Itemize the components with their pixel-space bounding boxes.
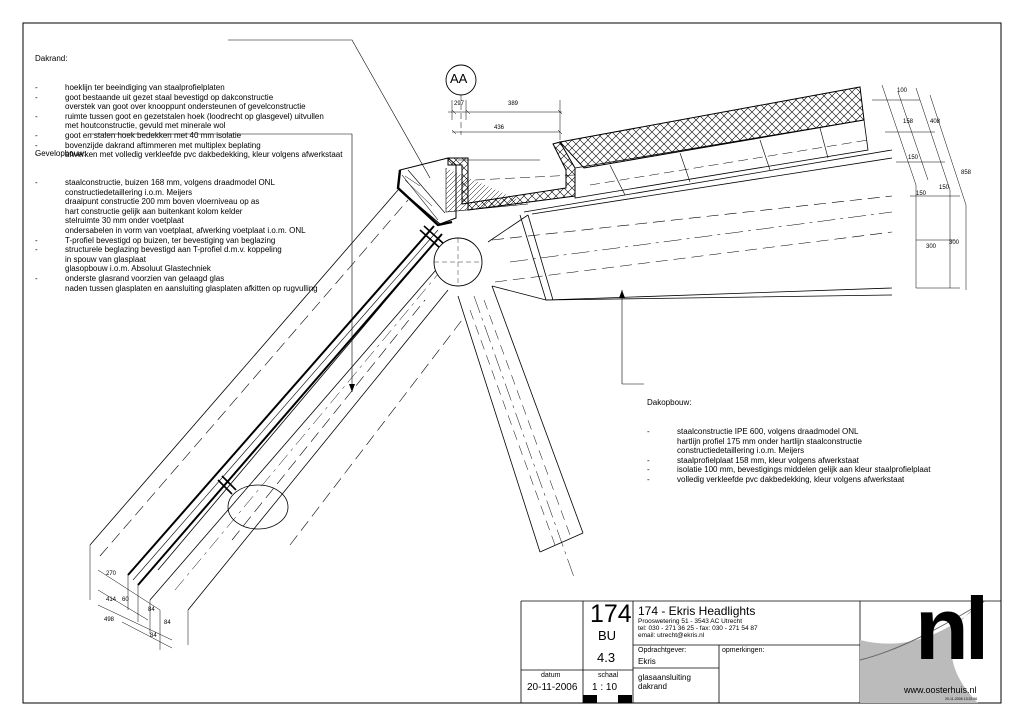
- dim-60: 60: [122, 597, 129, 603]
- client-name: Ekris: [638, 657, 656, 666]
- sheet-border: [22, 22, 1002, 704]
- dim-858: 858: [961, 170, 972, 176]
- gevelopbouw-item: in spouw van glasplaat: [65, 254, 146, 264]
- dim-84-c: 84: [150, 633, 157, 639]
- dakrand-item: -bovenzijde dakrand aftimmeren met multi…: [35, 140, 261, 150]
- logo-text: nl: [915, 579, 989, 678]
- dakrand-item: -afwerken met volledig verkleefde pvc da…: [35, 150, 343, 160]
- dakrand-item: -goot bestaande uit gezet staal bevestig…: [35, 92, 274, 102]
- client-label: Opdrachtgever:: [638, 647, 687, 654]
- diagonal-tube: [457, 285, 584, 581]
- dakopbouw-item: -staalconstructie IPE 600, volgens draad…: [647, 426, 859, 436]
- note-dakopbouw-heading: Dakopbouw:: [647, 398, 692, 408]
- glass-facade: [89, 189, 456, 601]
- dim-436: 436: [494, 125, 505, 131]
- print-stamp: 20-11-2006 13:22:56: [945, 697, 978, 701]
- project-code: BU: [598, 628, 617, 643]
- dakopbouw-item: -volledig verkleefde pvc dakbedekking, k…: [647, 474, 905, 484]
- project-title: 174 - Ekris Headlights: [638, 604, 756, 618]
- section-marker-label: AA: [450, 71, 468, 86]
- oosterhuis-logo: [859, 600, 986, 703]
- gutter: [396, 141, 576, 227]
- gevelopbouw-item: glasopbouw i.o.m. Absoluut Glastechniek: [65, 264, 211, 274]
- gevelopbouw-item: naden tussen glasplaten en aansluiting g…: [65, 283, 318, 293]
- dim-408: 408: [930, 119, 941, 125]
- note-gevelopbouw-heading: Gevelopbouw:: [35, 149, 87, 159]
- drawing-title-line1: glasaansluiting: [638, 673, 691, 682]
- roof-insulation: [559, 86, 869, 199]
- title-block-lines: [520, 600, 1001, 703]
- remarks-label: opmerkingen:: [722, 647, 765, 654]
- note-dakrand-items: -hoeklijn ter beeindiging van staalprofi…: [35, 83, 342, 160]
- dim-158: 158: [903, 119, 914, 125]
- dim-150-c: 150: [916, 191, 927, 197]
- client-address: Prooswetering 51 - 3543 AC Utrecht: [638, 618, 743, 625]
- gevelopbouw-item: constructiedetaillering i.o.m. Meijers: [65, 187, 193, 197]
- dakrand-item: -goot en stalen hoek bedekken met 40 mm …: [35, 130, 242, 140]
- dim-300-b: 300: [949, 240, 960, 246]
- website: www.oosterhuis.nl: [904, 685, 977, 695]
- dimension-lines-bottom: [89, 545, 189, 650]
- dim-300-a: 300: [926, 244, 937, 250]
- roof-beam: [487, 149, 893, 301]
- date-value: 20-11-2006: [527, 682, 578, 693]
- dakopbouw-item: -staalprofielplaat 158 mm, kleur volgens…: [647, 455, 859, 465]
- dim-498: 498: [104, 617, 115, 623]
- drawing-title-line2: dakrand: [638, 682, 667, 691]
- dim-150-b: 150: [939, 185, 950, 191]
- gevelopbouw-item: -onderste glasrand voorzien van gelaagd …: [35, 273, 225, 283]
- leader-lines: [90, 39, 644, 392]
- dimension-lines-right: [872, 84, 967, 290]
- facade-tube: [157, 235, 463, 611]
- dim-389: 389: [508, 101, 519, 107]
- scale-label: schaal: [598, 672, 619, 679]
- gevelopbouw-item: -structurele beglazing bevestigd aan T-p…: [35, 245, 282, 255]
- note-gevelopbouw-items: -staalconstructie, buizen 168 mm, volgen…: [35, 178, 318, 293]
- sheet-number: 4.3: [597, 650, 616, 665]
- gevelopbouw-item: draaipunt constructie 200 mm boven vloer…: [65, 197, 260, 207]
- dimension-lines-top: [448, 100, 563, 140]
- dakrand-item: met houtconstructie, gevuld met minerale…: [65, 121, 226, 131]
- note-dakopbouw: Dakopbouw: -staalconstructie IPE 600, vo…: [647, 379, 930, 494]
- scale-value: 1 : 10: [592, 682, 618, 693]
- dakopbouw-item: constructiedetaillering i.o.m. Meijers: [677, 446, 805, 456]
- date-label: datum: [541, 672, 561, 679]
- dim-150-a: 150: [908, 155, 919, 161]
- dakopbouw-item: hartlijn profiel 175 mm onder hartlijn s…: [677, 436, 862, 446]
- dim-84-b: 84: [164, 620, 171, 626]
- gevelopbouw-item: stelruimte 30 mm onder voetplaat: [65, 216, 184, 226]
- dakrand-item: -hoeklijn ter beeindiging van staalprofi…: [35, 82, 225, 92]
- gevelopbouw-item: hart constructie gelijk aan buitenkant k…: [65, 206, 243, 216]
- dakrand-item: -ruimte tussen goot en gezetstalen hoek …: [35, 111, 324, 121]
- note-dakrand: Dakrand: -hoeklijn ter beeindiging van s…: [35, 35, 342, 169]
- dim-100: 100: [897, 88, 908, 94]
- dakopbouw-item: -isolatie 100 mm, bevestigings middelen …: [647, 465, 931, 475]
- note-dakrand-heading: Dakrand:: [35, 54, 68, 64]
- gevelopbouw-item: -staalconstructie, buizen 168 mm, volgen…: [35, 177, 275, 187]
- project-number: 174: [590, 600, 632, 628]
- client-email: email: utrecht@ekris.nl: [638, 632, 705, 639]
- gevelopbouw-item: ondersabelen in vorm van voetplaat, afwe…: [65, 225, 306, 235]
- dakrand-item: overstek van goot over knooppunt onderst…: [65, 102, 306, 112]
- dim-270: 270: [106, 571, 117, 577]
- client-phone: tel: 030 - 271 36 25 - fax: 030 - 271 54…: [638, 625, 758, 632]
- note-gevelopbouw: Gevelopbouw: -staalconstructie, buizen 1…: [35, 130, 318, 303]
- dim-84-a: 84: [148, 607, 155, 613]
- gevelopbouw-item: -T-profiel bevestigd op buizen, ter beve…: [35, 235, 276, 245]
- dim-297: 297: [454, 101, 465, 107]
- note-dakopbouw-items: -staalconstructie IPE 600, volgens draad…: [647, 427, 930, 485]
- dim-414: 414: [106, 597, 117, 603]
